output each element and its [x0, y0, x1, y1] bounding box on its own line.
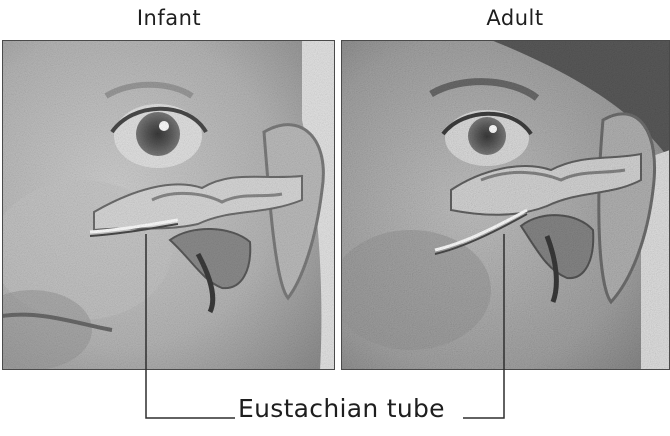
eustachian-tube-label: Eustachian tube — [238, 394, 445, 423]
infant-panel — [2, 40, 335, 370]
adult-illustration — [341, 40, 670, 370]
infant-title: Infant — [69, 6, 269, 30]
adult-panel — [341, 40, 670, 370]
adult-title: Adult — [415, 6, 615, 30]
infant-illustration — [2, 40, 335, 370]
